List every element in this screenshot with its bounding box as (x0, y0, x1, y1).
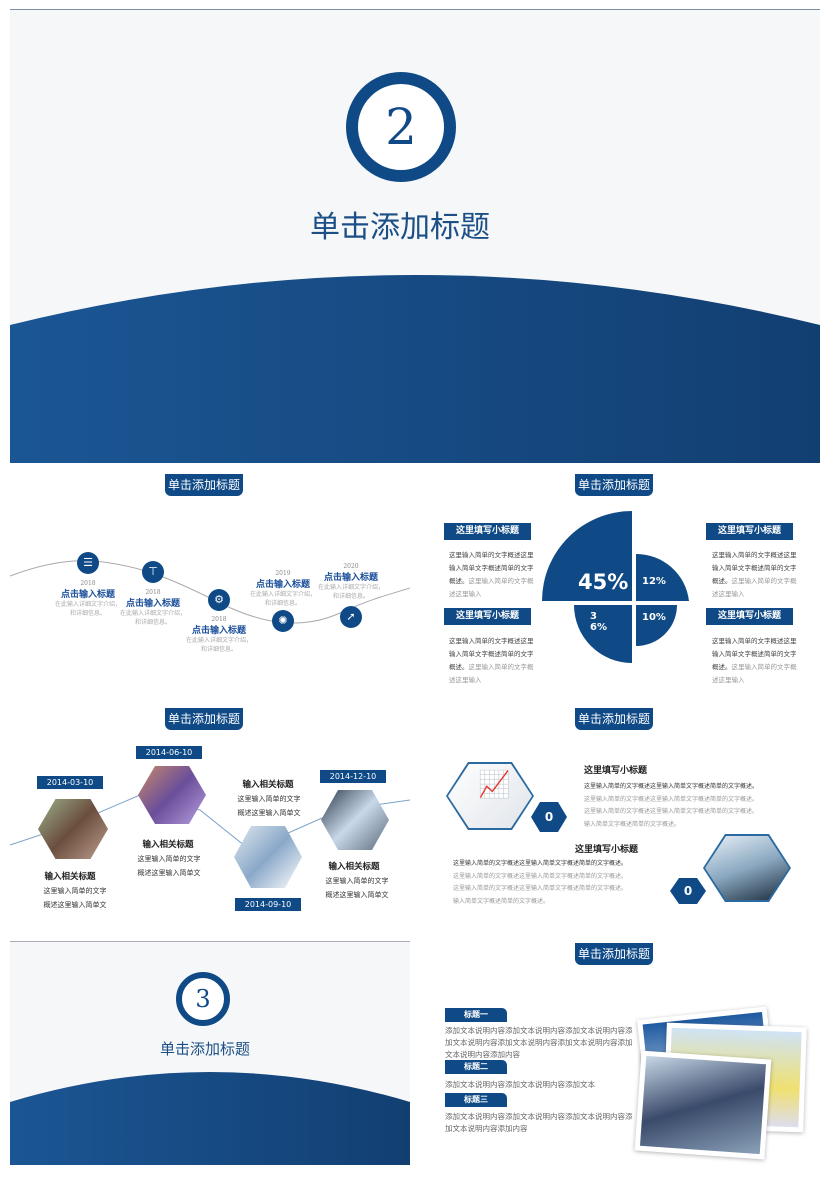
slide-tag: 单击添加标题 (575, 474, 653, 496)
slide-title: 单击添加标题 (159, 1040, 250, 1058)
section-slide-2[interactable]: 2 单击添加标题 (10, 10, 820, 463)
slice-10 (636, 605, 677, 646)
subtitle-box: 这里填写小标题 (444, 523, 531, 540)
date-badge: 2014-06-10 (136, 746, 202, 759)
number-hex: 0 (670, 878, 706, 904)
slice-12 (636, 553, 689, 601)
section-number-circle: 2 (346, 72, 456, 182)
text-1: 添加文本说明内容添加文本说明内容添加文本说明内容添加文本说明内容添加文本说明内容… (445, 1026, 633, 1059)
section-slide-3[interactable]: 3 单击添加标题 (10, 941, 410, 1165)
description: 这里输入简单的文字概述这里输入简单文字概述简单的文字概述。这里输入简单的文字概述… (449, 637, 534, 684)
slice-45 (542, 511, 632, 601)
item-desc: 这里输入简单的文字概述这里输入简单文 (325, 877, 389, 899)
description: 这里输入简单的文字概述这里输入简单文字概述简单的文字概述。这里输入简单的文字概述… (712, 551, 797, 598)
item-title: 输入相关标题 (44, 872, 96, 882)
gears-icon: ⚙ (208, 589, 230, 611)
photo-slide[interactable]: 单击添加标题 标题一 添加文本说明内容添加文本说明内容添加文本说明内容添加文本说… (420, 935, 820, 1170)
rocket-icon: ➚ (340, 606, 362, 628)
text-3: 添加文本说明内容添加文本说明内容添加文本说明内容添加文本说明内容添加内容 (445, 1112, 633, 1133)
item-title: 输入相关标题 (142, 840, 194, 850)
subtitle: 这里填写小标题 (584, 766, 648, 776)
lightbulb-icon: ✺ (272, 610, 294, 632)
building-photo (138, 766, 206, 824)
chart-magnifier-icon: 📈 (478, 770, 511, 800)
slice-label-36: 36% (590, 611, 607, 633)
date-badge: 2014-09-10 (235, 898, 301, 911)
blue-curve-band (10, 1072, 410, 1165)
subtitle: 这里填写小标题 (575, 845, 639, 855)
date-badge: 2014-03-10 (37, 776, 103, 789)
photo-building (634, 1050, 772, 1160)
hex-frame (446, 762, 534, 830)
date-badge: 2014-12-10 (320, 770, 386, 783)
number-hex: 0 (531, 802, 567, 832)
office-photo (321, 790, 389, 850)
slice-label-45: 45% (578, 570, 629, 594)
slide-tag: 单击添加标题 (165, 708, 243, 730)
slide-title: 单击添加标题 (310, 210, 490, 245)
slide-tag: 单击添加标题 (575, 943, 653, 965)
item-title: 输入相关标题 (242, 780, 294, 790)
text-2: 添加文本说明内容添加文本说明内容添加文本 (445, 1080, 595, 1089)
label-2: 标题二 (445, 1060, 507, 1074)
subtitle-box: 这里填写小标题 (706, 523, 793, 540)
slide-tag: 单击添加标题 (575, 708, 653, 730)
label-1: 标题一 (445, 1008, 507, 1022)
top-divider (10, 9, 820, 10)
quadrant-pie (542, 511, 689, 663)
blue-curve-band (10, 275, 820, 463)
section-number-circle: 3 (176, 972, 230, 1026)
item-desc: 这里输入简单的文字概述这里输入简单文 (43, 887, 107, 909)
description: 这里输入简单的文字概述这里输入简单文字概述简单的文字概述。这里输入简单的文字概述… (453, 860, 628, 905)
hex-timeline-slide[interactable]: 单击添加标题 2014-03-10 输入相关标题 这里输入简单的文字概述这里输入… (10, 700, 410, 935)
slide-tag: 单击添加标题 (165, 474, 243, 496)
label-3: 标题三 (445, 1093, 507, 1107)
subtitle-box: 这里填写小标题 (444, 608, 531, 625)
item-desc: 这里输入简单的文字概述这里输入简单文 (237, 795, 301, 817)
meeting-room-photo (703, 834, 791, 902)
description: 这里输入简单的文字概述这里输入简单文字概述简单的文字概述。这里输入简单的文字概述… (449, 551, 534, 598)
description: 这里输入简单的文字概述这里输入简单文字概述简单的文字概述。这里输入简单的文字概述… (584, 783, 759, 828)
signpost-icon: ⊤ (142, 561, 164, 583)
subtitle-box: 这里填写小标题 (706, 608, 793, 625)
pie-slide[interactable]: 单击添加标题 45% 12% 36% 10% 这里填写小标题 这里输入简单的文字… (420, 463, 820, 700)
description: 这里输入简单的文字概述这里输入简单文字概述简单的文字概述。这里输入简单的文字概述… (712, 637, 797, 684)
hex-info-slide[interactable]: 单击添加标题 📈 0 这里填写小标题 这里输入简单的文字概述这里输入简单文字概述… (420, 700, 820, 935)
item-title: 输入相关标题 (328, 862, 380, 872)
slice-label-10: 10% (642, 612, 666, 623)
slice-label-12: 12% (642, 576, 666, 587)
slice-36 (574, 605, 632, 663)
server-icon: ☰ (77, 552, 99, 574)
item-desc: 这里输入简单的文字概述这里输入简单文 (137, 855, 201, 877)
